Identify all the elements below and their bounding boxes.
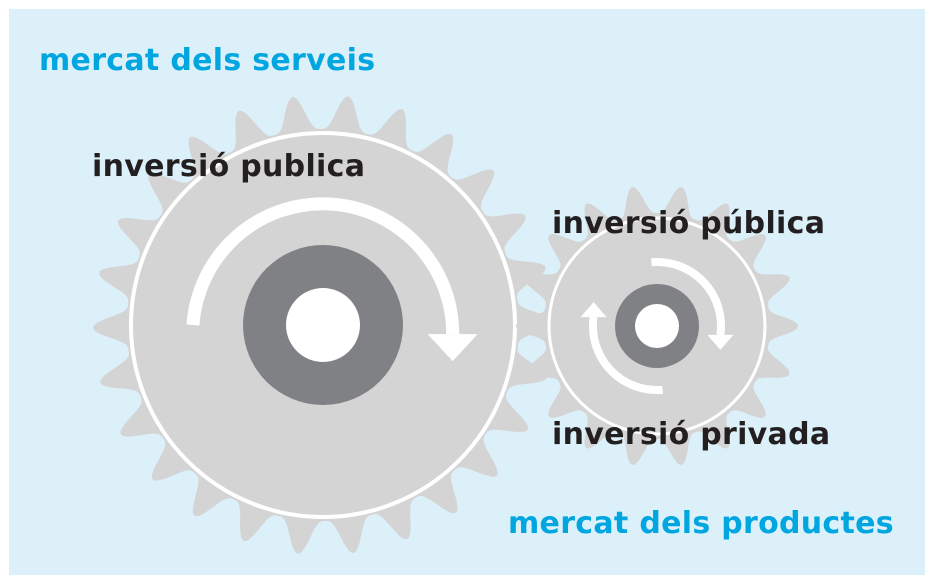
large-gear-flow-ring <box>129 131 517 519</box>
large-gear-axle-hole <box>286 288 360 362</box>
small-gear-flow-arrow-right <box>651 257 725 336</box>
gears-svg <box>9 9 925 575</box>
small-gear-flow-ring <box>547 216 767 436</box>
small-gear-flow-arrow-left <box>589 316 663 395</box>
small-gear <box>516 187 798 465</box>
large-gear-arrowhead <box>427 334 478 362</box>
large-gear-public-investment-label: inversió publica <box>92 149 366 184</box>
small-gear-private-investment-label: inversió privada <box>552 417 831 452</box>
large-gear-flow-arrow <box>186 197 460 335</box>
large-gear <box>93 96 553 554</box>
small-gear-arrowhead-up <box>580 302 607 318</box>
market-products-label: mercat dels productes <box>508 506 894 541</box>
small-gear-public-investment-label: inversió pública <box>552 206 826 241</box>
small-gear-arrowhead-down <box>707 334 734 350</box>
small-gear-axle-hole <box>635 304 679 348</box>
market-services-label: mercat dels serveis <box>39 43 376 78</box>
diagram-canvas: mercat dels serveis inversió publica inv… <box>9 9 925 575</box>
